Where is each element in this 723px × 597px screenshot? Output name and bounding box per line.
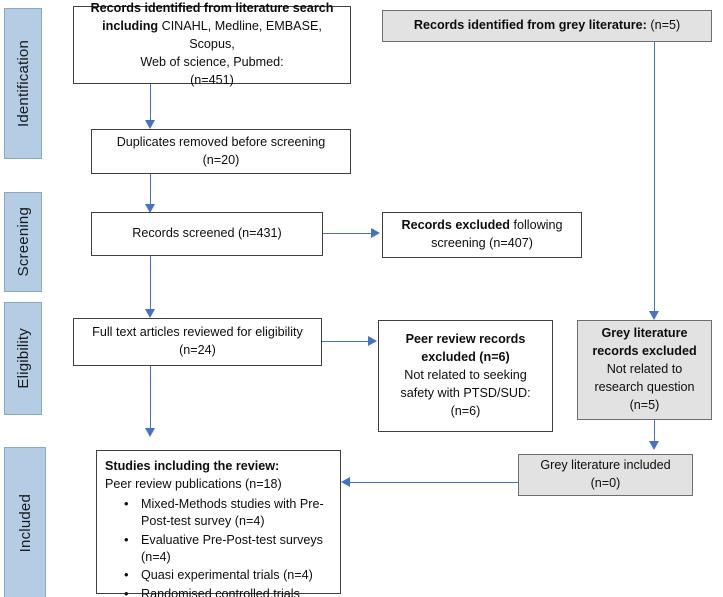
arrowhead-fulltext-to-included [145, 428, 155, 437]
connector-screened-to-fulltext [150, 256, 152, 312]
connector-screened-to-excluded [323, 233, 373, 235]
studies-included-list: Mixed-Methods studies with Pre-Post-test… [105, 495, 332, 597]
peer-review-excluded-line2: excluded (n=6) [421, 350, 510, 365]
box-records-excluded: Records excluded following screening (n=… [382, 212, 582, 258]
duplicates-line1: Duplicates removed before screening [116, 134, 326, 149]
peer-review-excluded-line1: Peer review records [405, 332, 526, 347]
records-excluded-line1-bold: Records excluded [401, 218, 510, 233]
records-excluded-line2: screening (n=407) [431, 236, 533, 250]
arrowhead-screened-to-excluded [371, 228, 380, 238]
identified-grey-count: (n=5) [646, 18, 681, 33]
studies-included-subheading: Peer review publications (n=18) [105, 476, 282, 491]
grey-excluded-line2: records excluded [592, 344, 697, 359]
arrowhead-grey-excluded-to-grey-included [649, 441, 659, 450]
stage-identification: Identification [4, 8, 42, 159]
list-item: Quasi experimental trials (n=4) [124, 566, 332, 584]
identified-literature-line3: Web of science, Pubmed: [140, 54, 284, 69]
connector-grey-identified-to-grey-excluded [654, 42, 656, 314]
stage-eligibility-label: Eligibility [14, 328, 32, 389]
grey-included-line1: Grey literature included [540, 458, 671, 473]
box-grey-literature-included: Grey literature included (n=0) [518, 454, 693, 496]
grey-excluded-count: (n=5) [629, 397, 660, 412]
identified-grey-label: Records identified from grey literature: [413, 18, 647, 33]
connector-fulltext-to-included [150, 366, 152, 431]
box-records-identified-literature: Records identified from literature searc… [73, 1, 351, 87]
peer-review-excluded-line3: Not related to seeking [404, 368, 527, 383]
duplicates-count: (n=20) [202, 152, 240, 167]
identified-literature-line2-bold: including [102, 19, 159, 34]
grey-included-count: (n=0) [590, 476, 621, 490]
stage-eligibility: Eligibility [4, 302, 42, 415]
records-screened-label: Records screened (n=431) [132, 226, 282, 241]
grey-excluded-line4: research question [594, 379, 695, 394]
grey-excluded-line3: Not related to [606, 362, 683, 377]
connector-fulltext-to-peer-excluded [322, 341, 370, 343]
stage-identification-label: Identification [14, 39, 32, 128]
stage-screening-label: Screening [14, 207, 32, 277]
studies-included-heading: Studies including the review: [105, 459, 280, 473]
arrowhead-screened-to-fulltext [145, 309, 155, 318]
box-records-identified-grey: Records identified from grey literature:… [382, 10, 712, 42]
stage-screening: Screening [4, 192, 42, 292]
box-peer-review-excluded: Peer review records excluded (n=6) Not r… [378, 320, 553, 432]
connector-duplicates-to-screened [150, 174, 152, 208]
grey-excluded-line1: Grey literature [601, 326, 688, 341]
peer-review-excluded-line4: safety with PTSD/SUD: (n=6) [400, 385, 531, 418]
arrowhead-grey-identified-to-grey-excluded [649, 311, 659, 320]
box-grey-records-excluded: Grey literature records excluded Not rel… [577, 320, 712, 420]
box-duplicates-removed: Duplicates removed before screening (n=2… [91, 129, 351, 174]
list-item: Evaluative Pre-Post-test surveys (n=4) [124, 531, 332, 567]
identified-literature-line2-rest: CINAHL, Medline, EMBASE, Scopus, [158, 19, 322, 52]
full-text-line1: Full text articles reviewed for eligibil… [92, 325, 303, 340]
connector-grey-excluded-to-grey-included [654, 420, 656, 444]
stage-included: Included [4, 447, 46, 597]
records-excluded-line1-rest: following [509, 218, 563, 233]
list-item: Mixed-Methods studies with Pre-Post-test… [124, 495, 332, 531]
stage-included-label: Included [16, 493, 34, 553]
connector-identified-to-duplicates [150, 84, 152, 123]
connector-grey-included-to-studies [350, 482, 518, 484]
identified-literature-count: (n=451) [190, 72, 234, 87]
box-records-screened: Records screened (n=431) [91, 212, 323, 256]
arrowhead-fulltext-to-peer-excluded [368, 336, 377, 346]
box-studies-included: Studies including the review: Peer revie… [96, 450, 341, 597]
identified-literature-line1: Records identified from literature searc… [90, 1, 334, 16]
box-full-text-reviewed: Full text articles reviewed for eligibil… [73, 318, 322, 366]
list-item: Randomised controlled trials (n=5) [124, 585, 332, 597]
arrowhead-duplicates-to-screened [145, 204, 155, 213]
full-text-count: (n=24) [179, 343, 216, 357]
arrowhead-identified-to-duplicates [145, 120, 155, 129]
arrowhead-grey-included-to-studies [341, 477, 350, 487]
